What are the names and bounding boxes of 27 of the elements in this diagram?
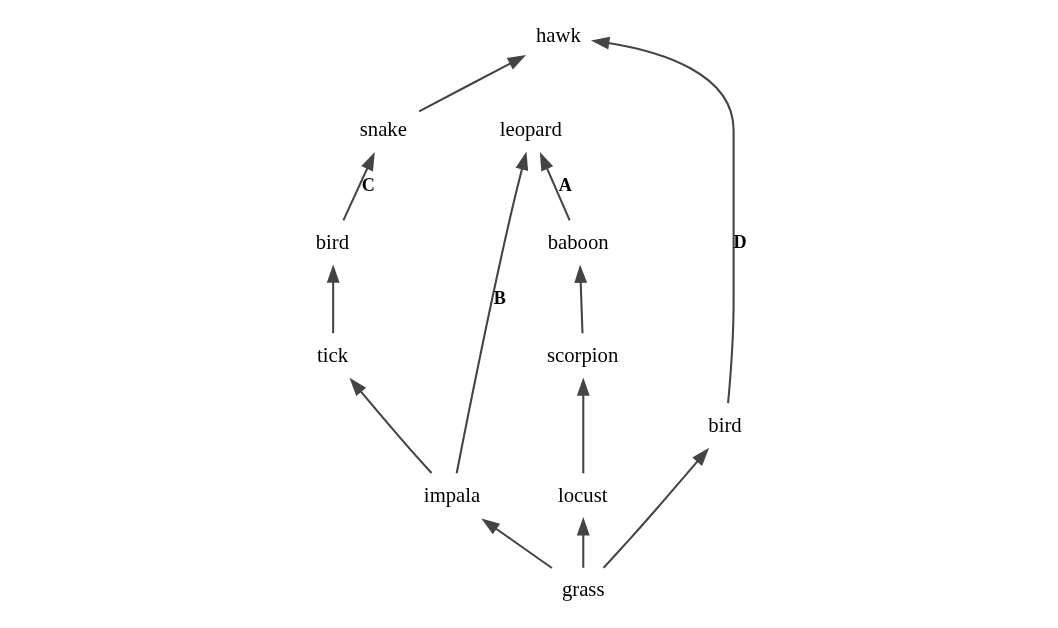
node-text: bird	[315, 230, 349, 253]
arrow	[573, 264, 587, 334]
edge-label: A	[558, 175, 572, 196]
node-text: tick	[316, 343, 348, 366]
arrow	[326, 264, 340, 334]
edge-label: D	[733, 231, 747, 252]
arrow	[455, 151, 528, 474]
arrow	[341, 152, 375, 221]
node-text: locust	[557, 483, 608, 506]
arrow	[576, 377, 590, 474]
node-text: bird	[707, 413, 742, 436]
node-text: grass	[561, 578, 604, 601]
arrow	[418, 55, 526, 113]
node-text: baboon	[547, 230, 609, 253]
node-text: impala	[423, 483, 480, 506]
arrow	[348, 377, 432, 474]
node-text: leopard	[499, 118, 562, 141]
arrow	[539, 151, 571, 221]
arrow	[602, 447, 709, 569]
edge-label: B	[493, 287, 506, 308]
node-text: snake	[359, 118, 407, 141]
arrow	[480, 518, 553, 569]
edge-label: C	[361, 175, 375, 196]
arrow	[576, 516, 590, 568]
node-text: scorpion	[546, 343, 618, 366]
arrow	[590, 36, 735, 404]
node-text: hawk	[535, 23, 581, 46]
